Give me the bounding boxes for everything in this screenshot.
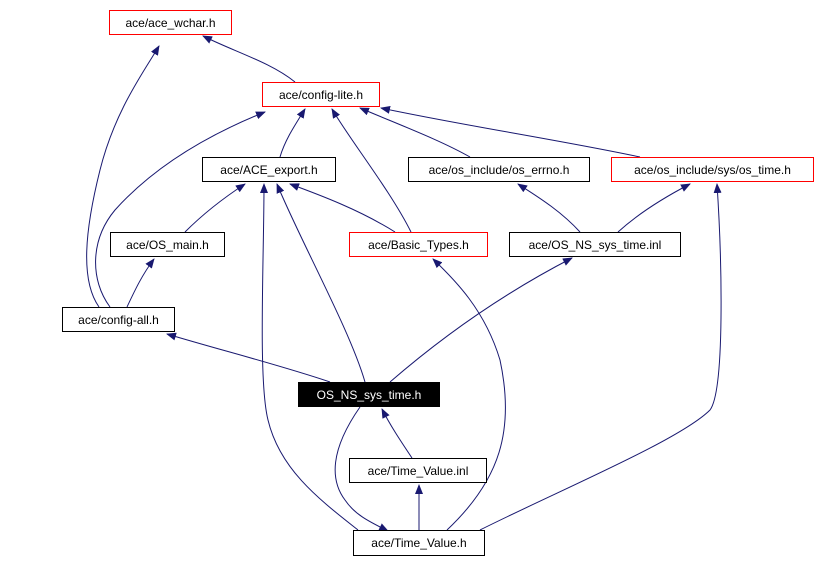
edge-os-ns-sys-time-h-to-ace-export (276, 183, 366, 383)
edge-os-ns-sys-time-inl-to-os-errno (517, 183, 581, 233)
node-os-time-h[interactable]: ace/os_include/sys/os_time.h (611, 157, 814, 182)
edge-basic-types-to-ace-export (289, 183, 396, 233)
node-os-ns-sys-time-h-current: OS_NS_sys_time.h (298, 382, 440, 407)
node-ace-export-h[interactable]: ace/ACE_export.h (202, 157, 336, 182)
edge-time-value-h-to-ace-export (259, 183, 359, 531)
edge-os-ns-sys-time-h-to-os-ns-sys-time-inl (389, 257, 573, 383)
node-ace-wchar-h[interactable]: ace/ace_wchar.h (109, 10, 232, 35)
edge-basic-types-to-config-lite (331, 108, 412, 233)
edge-os-errno-to-config-lite (359, 107, 471, 158)
node-os-ns-sys-time-inl[interactable]: ace/OS_NS_sys_time.inl (509, 232, 681, 257)
node-os-errno-h[interactable]: ace/os_include/os_errno.h (408, 157, 590, 182)
edge-os-ns-sys-time-inl-to-os-time (617, 183, 691, 233)
node-os-main-h[interactable]: ace/OS_main.h (110, 232, 225, 257)
edge-ace-export-to-config-lite (279, 108, 306, 158)
node-config-all-h[interactable]: ace/config-all.h (62, 307, 175, 332)
edge-os-main-to-ace-export (184, 183, 246, 233)
node-config-lite-h[interactable]: ace/config-lite.h (262, 82, 380, 107)
edge-os-time-to-config-lite (380, 105, 641, 158)
edge-config-all-to-ace-wchar (86, 45, 160, 308)
edge-os-ns-sys-time-h-to-time-value-h (334, 406, 389, 532)
edge-time-value-inl-to-os-ns-sys-time-h (381, 408, 413, 459)
edge-os-ns-sys-time-h-to-config-all (166, 332, 331, 383)
node-time-value-inl[interactable]: ace/Time_Value.inl (349, 458, 487, 483)
edge-time-value-h-to-basic-types (432, 258, 506, 531)
node-basic-types-h[interactable]: ace/Basic_Types.h (349, 232, 488, 257)
edge-config-lite-to-ace-wchar (202, 35, 296, 83)
edge-time-value-h-to-os-time (479, 183, 722, 531)
edge-config-all-to-config-lite (95, 111, 266, 308)
edge-config-all-to-os-main (126, 258, 155, 308)
node-time-value-h[interactable]: ace/Time_Value.h (353, 530, 485, 556)
